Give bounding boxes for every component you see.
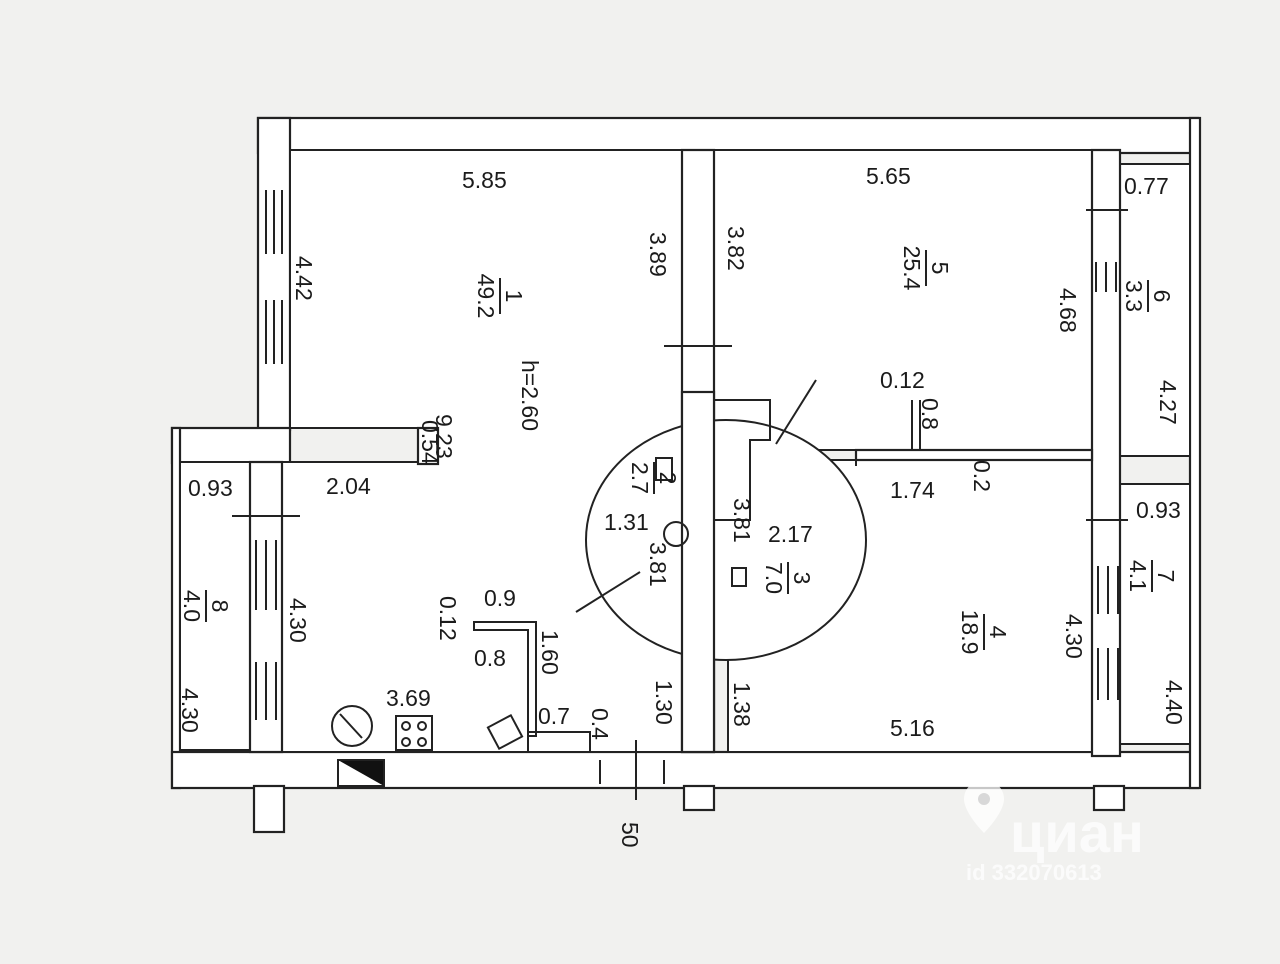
watermark-id: id 332070613 <box>966 860 1102 885</box>
dim-kitchen-c: 0.8 <box>474 645 506 671</box>
dim-r5-right: 4.68 <box>1055 288 1081 333</box>
dim-r2-w: 1.31 <box>604 509 649 535</box>
dim-r7-right: 4.40 <box>1161 680 1187 725</box>
room-7-area: 4.1 <box>1125 560 1151 592</box>
dim-r6-top: 0.77 <box>1124 173 1169 199</box>
room-4-area: 18.9 <box>957 610 983 655</box>
windows <box>232 190 1128 800</box>
window-r4-lower <box>1097 648 1119 700</box>
dim-niche-b: 0.8 <box>917 398 943 430</box>
dim-r1-step-w: 2.04 <box>326 473 371 499</box>
dim-r1-right: 3.89 <box>645 232 671 277</box>
dim-corr-bottom: 1.30 <box>651 680 677 725</box>
room-6-area: 3.3 <box>1121 280 1147 312</box>
watermark-brand: циан <box>1010 801 1144 864</box>
window-r1-mid <box>265 300 283 364</box>
dim-kitchen-e: 0.7 <box>538 703 570 729</box>
dim-r8-bottom: 4.30 <box>177 688 203 733</box>
gas-meter-icon <box>331 705 373 747</box>
dim-kitchen-a: 0.9 <box>484 585 516 611</box>
chimney-triangle-icon <box>338 760 384 786</box>
dim-kitchen-f: 0.4 <box>587 708 613 740</box>
room-2-area: 2.7 <box>627 462 653 494</box>
outer-walls <box>170 116 1202 834</box>
dimension-labels: 5.85 4.42 3.89 h=2.60 9.23 0.54 2.04 4.3… <box>177 163 1187 848</box>
dim-r3-w: 2.17 <box>768 521 813 547</box>
room-4-number: 4 <box>985 626 1011 639</box>
room-6-number: 6 <box>1149 290 1175 303</box>
room-3-area: 7.0 <box>761 562 787 594</box>
room-1-area: 49.2 <box>473 274 499 319</box>
dim-niche-a: 0.12 <box>880 367 925 393</box>
dim-r8-top: 0.93 <box>188 475 233 501</box>
dim-r1-left: 4.42 <box>291 256 317 301</box>
window-r4-upper <box>1097 566 1119 614</box>
room-5-area: 25.4 <box>899 246 925 291</box>
dim-r6-right: 4.27 <box>1155 380 1181 425</box>
room-8-number: 8 <box>207 600 233 613</box>
stove-burners-icon <box>401 721 427 747</box>
dim-r1-lower-left: 4.30 <box>285 598 311 643</box>
cian-watermark: циан id 332070613 <box>964 780 1144 885</box>
room-3-number: 3 <box>789 572 815 585</box>
dim-r3-bottom: 1.38 <box>729 682 755 727</box>
chimney-box <box>337 759 385 787</box>
kitchen-fixtures <box>331 621 591 787</box>
dim-r4-bottom: 5.16 <box>890 715 935 741</box>
window-r1-bottom <box>255 662 277 720</box>
dim-r3-h: 3.81 <box>729 498 755 543</box>
dim-niche-d: 0.2 <box>969 460 995 492</box>
stove-icon <box>395 715 433 751</box>
bathroom-block <box>575 379 921 754</box>
location-pin-icon <box>964 780 1004 833</box>
dim-niche-c: 1.74 <box>890 477 935 503</box>
room-7-number: 7 <box>1153 570 1179 583</box>
sink-outline <box>527 731 591 753</box>
height-label: h=2.60 <box>517 360 543 431</box>
dim-kitchen-b: 0.12 <box>435 596 461 641</box>
dim-r7-top: 0.93 <box>1136 497 1181 523</box>
room-7 <box>1119 483 1191 745</box>
room-1-number: 1 <box>501 290 527 303</box>
room-2-number: 2 <box>655 472 681 485</box>
room-5-number: 5 <box>927 262 953 275</box>
dim-r5-top: 5.65 <box>866 163 911 189</box>
window-r1-lower <box>255 540 277 610</box>
room-5 <box>713 149 1093 451</box>
rooms <box>179 149 1191 753</box>
dim-r5-left: 3.82 <box>723 226 749 271</box>
window-r6 <box>1095 262 1117 292</box>
room-8-area: 4.0 <box>179 590 205 622</box>
boiler-icon <box>486 713 524 751</box>
window-r1-upper <box>265 190 283 254</box>
dim-r1-bottom: 3.69 <box>386 685 431 711</box>
room-6 <box>1119 163 1191 457</box>
dim-entry: 50 <box>617 822 643 848</box>
dim-r1-top: 5.85 <box>462 167 507 193</box>
dim-r1-step-d: 0.54 <box>417 420 443 465</box>
dim-r4-right: 4.30 <box>1061 614 1087 659</box>
dim-r1-length: 9.23 <box>431 414 457 459</box>
room-labels: 149.2 22.7 37.0 418.9 525.4 63.3 74.1 84… <box>179 246 1179 655</box>
dim-r2-h: 3.81 <box>645 542 671 587</box>
dim-kitchen-d: 1.60 <box>537 630 563 675</box>
